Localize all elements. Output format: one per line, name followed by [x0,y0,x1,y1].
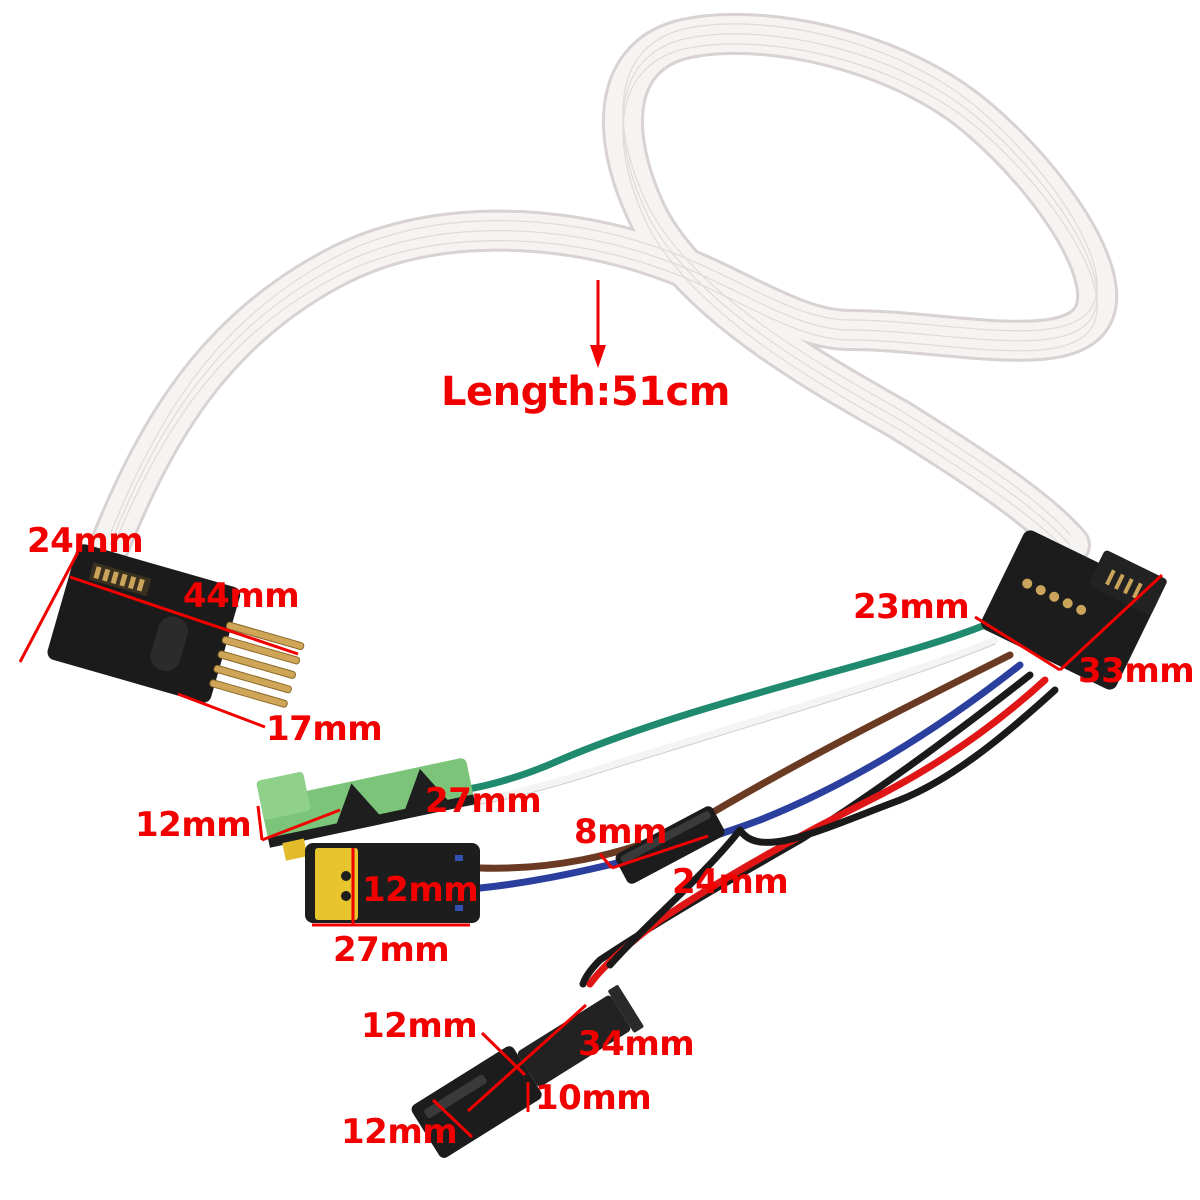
pin-connector [47,544,305,708]
green-connector-height-label: 12mm [135,805,252,845]
ribbon-cable [89,12,1119,566]
main-connector-width-label: 33mm [1078,651,1195,691]
plug-height-label: 10mm [535,1078,652,1118]
pin-length-label: 17mm [266,709,383,749]
resistor-length-label: 24mm [672,862,789,902]
main-connector [981,530,1167,690]
yellow-connector-length-label: 27mm [333,930,450,970]
pin-connector-width-label: 24mm [27,521,144,561]
plug-top-width-label: 12mm [361,1006,478,1046]
inline-resistor [615,806,725,884]
plug-bottom-width-label: 12mm [341,1112,458,1152]
measurement-lines [18,280,1164,1139]
yellow-connector-height-label: 12mm [362,870,479,910]
pin-connector-length-label: 44mm [183,576,300,616]
yellow-connector [305,843,480,923]
resistor-diameter-label: 8mm [574,812,668,852]
plug-length-label: 34mm [578,1024,695,1064]
wire-bundle [456,621,1059,988]
green-connector-length-label: 27mm [425,781,542,821]
main-connector-height-label: 23mm [853,587,970,627]
cable-length-label: Length:51cm [441,369,730,415]
